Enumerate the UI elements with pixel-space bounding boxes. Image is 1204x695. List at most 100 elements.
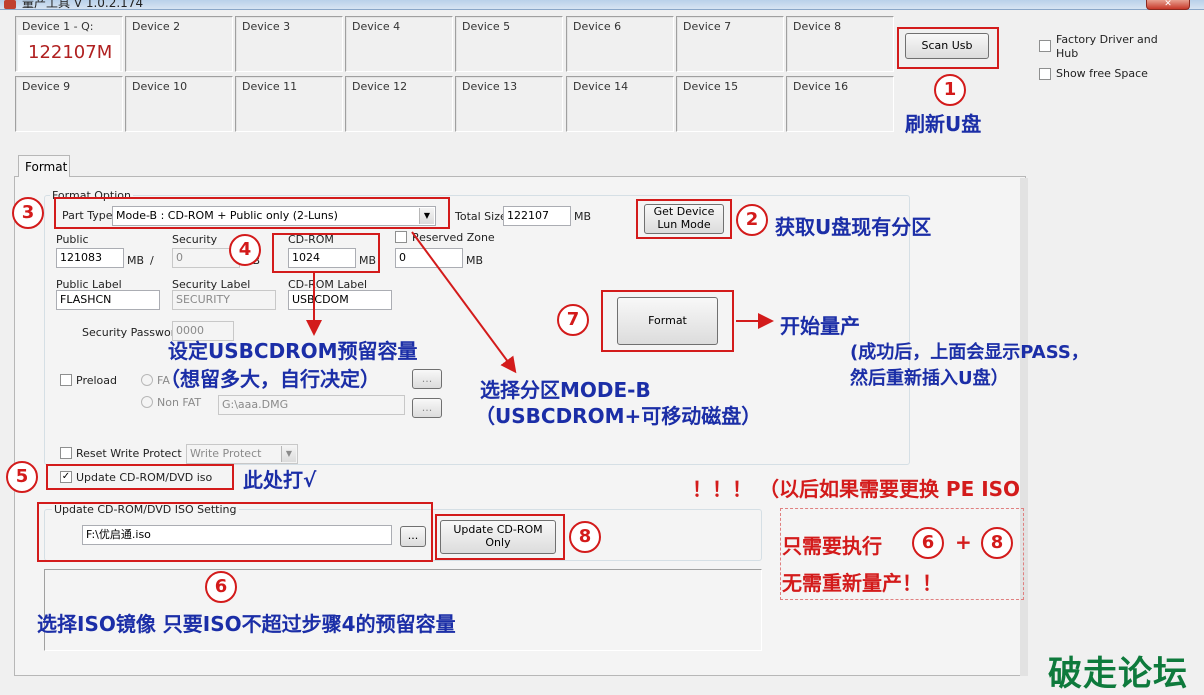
- device-panel-11[interactable]: Device 11: [235, 76, 343, 132]
- write-protect-value: Write Protect: [190, 447, 262, 460]
- tab-format[interactable]: Format: [18, 155, 70, 177]
- part-type-highlight: [54, 197, 450, 229]
- part-type-select[interactable]: Mode-B : CD-ROM + Public only (2-Luns) ▼: [112, 206, 436, 226]
- device-label: Device 8: [793, 20, 842, 33]
- security-password-label: Security Password: [82, 326, 183, 339]
- format-option-group: [44, 195, 910, 465]
- cdrom-size-unit: MB: [359, 254, 377, 267]
- device-label: Device 13: [462, 80, 518, 93]
- device-label: Device 3: [242, 20, 291, 33]
- device-panel-7[interactable]: Device 7: [676, 16, 784, 72]
- step-7-marker: 7: [557, 304, 589, 336]
- start-production-note: 开始量产: [780, 314, 860, 338]
- set-reserved-hint: （想留多大，自行决定）: [160, 367, 380, 391]
- cdrom-size-field[interactable]: 1024: [288, 248, 356, 268]
- panel-edge: [1020, 178, 1028, 676]
- device-panel-13[interactable]: Device 13: [455, 76, 563, 132]
- part-type-label: Part Type: [62, 209, 113, 222]
- chevron-down-icon: ▼: [281, 446, 296, 462]
- note-step-6-marker: 6: [912, 527, 944, 559]
- step-5-marker: 5: [6, 461, 38, 493]
- device-label: Device 7: [683, 20, 732, 33]
- reserved-zone-field[interactable]: 0: [395, 248, 463, 268]
- device-panel-9[interactable]: Device 9: [15, 76, 123, 132]
- log-area: [44, 569, 762, 651]
- security-password-field[interactable]: 0000: [172, 321, 234, 341]
- device-label: Device 12: [352, 80, 408, 93]
- show-free-space-checkbox[interactable]: [1039, 68, 1051, 80]
- note-step-8-marker: 8: [981, 527, 1013, 559]
- device-panel-15[interactable]: Device 15: [676, 76, 784, 132]
- device-panel-6[interactable]: Device 6: [566, 16, 674, 72]
- close-button[interactable]: ✕: [1146, 0, 1190, 10]
- device-label: Device 2: [132, 20, 181, 33]
- device-panel-8[interactable]: Device 8: [786, 16, 894, 72]
- part-type-value: Mode-B : CD-ROM + Public only (2-Luns): [116, 209, 338, 222]
- public-size-field[interactable]: 121083: [56, 248, 124, 268]
- later-note: ！！！ （以后如果需要更换 PE ISO: [692, 477, 1021, 501]
- reset-write-protect-checkbox[interactable]: [60, 447, 72, 459]
- device-label: Device 6: [573, 20, 622, 33]
- get-device-lun-mode-button[interactable]: Get Device Lun Mode: [644, 204, 724, 234]
- preload-checkbox[interactable]: [60, 374, 72, 386]
- iso-path-field[interactable]: F:\优启通.iso: [82, 525, 392, 545]
- write-protect-select[interactable]: Write Protect ▼: [186, 444, 298, 464]
- device-panel-2[interactable]: Device 2: [125, 16, 233, 72]
- only-exec-note: 只需要执行: [782, 534, 882, 558]
- cdrom-label-caption: CD-ROM Label: [288, 278, 368, 291]
- reserved-zone-checkbox[interactable]: [395, 231, 407, 243]
- public-label-field[interactable]: FLASHCN: [56, 290, 160, 310]
- device-panel-16[interactable]: Device 16: [786, 76, 894, 132]
- device-label: Device 11: [242, 80, 298, 93]
- select-mode-hint: （USBCDROM+可移动磁盘）: [475, 404, 762, 428]
- total-size-unit: MB: [574, 210, 592, 223]
- device-panel-1[interactable]: Device 1 - Q: 122107M: [15, 16, 123, 72]
- size-separator: /: [150, 254, 154, 267]
- get-partition-note: 获取U盘现有分区: [775, 215, 932, 239]
- no-reformat-note: 无需重新量产！！: [782, 571, 942, 595]
- security-label-field[interactable]: SECURITY: [172, 290, 276, 310]
- step-3-marker: 3: [12, 197, 44, 229]
- factory-driver-checkbox[interactable]: [1039, 40, 1051, 52]
- device-panel-12[interactable]: Device 12: [345, 76, 453, 132]
- set-reserved-note: 设定USBCDROM预留容量: [168, 339, 418, 363]
- step-1-marker: 1: [934, 74, 966, 106]
- public-size-unit: MB: [127, 254, 145, 267]
- update-cdrom-only-button[interactable]: Update CD-ROM Only: [440, 520, 556, 554]
- device-panel-4[interactable]: Device 4: [345, 16, 453, 72]
- show-free-space-label: Show free Space: [1056, 67, 1148, 80]
- iso-browse-button[interactable]: ...: [400, 526, 426, 547]
- arrow-mode-down: [411, 231, 517, 374]
- device-capacity: 122107M: [18, 35, 120, 71]
- start-reinsert-note: 然后重新插入U盘）: [850, 368, 1009, 389]
- refresh-usb-note: 刷新U盘: [905, 112, 982, 136]
- device-label: Device 1 - Q:: [22, 20, 94, 33]
- device-panel-3[interactable]: Device 3: [235, 16, 343, 72]
- format-button[interactable]: Format: [617, 297, 718, 345]
- device-panel-10[interactable]: Device 10: [125, 76, 233, 132]
- update-cdrom-checkbox[interactable]: ✓: [60, 471, 72, 483]
- step-2-marker: 2: [736, 204, 768, 236]
- device-label: Device 15: [683, 80, 739, 93]
- fat-radio[interactable]: [141, 374, 153, 386]
- reserved-zone-unit: MB: [466, 254, 484, 267]
- security-label: Security: [172, 233, 218, 246]
- scan-usb-button[interactable]: Scan Usb: [905, 33, 989, 59]
- device-panel-5[interactable]: Device 5: [455, 16, 563, 72]
- watermark-logo: 破走论坛: [1048, 654, 1188, 694]
- non-fat-browse-button[interactable]: ...: [412, 398, 442, 418]
- device-panel-14[interactable]: Device 14: [566, 76, 674, 132]
- select-iso-note: 选择ISO镜像 只要ISO不超过步骤4的预留容量: [37, 612, 456, 636]
- step-4-marker: 4: [229, 234, 261, 266]
- device-label: Device 10: [132, 80, 188, 93]
- update-cdrom-label: Update CD-ROM/DVD iso: [76, 471, 213, 484]
- total-size-field[interactable]: 122107: [503, 206, 571, 226]
- step-6-marker: 6: [205, 571, 237, 603]
- note-box: [780, 508, 1024, 600]
- non-fat-path-field[interactable]: G:\aaa.DMG: [218, 395, 405, 415]
- fat-browse-button[interactable]: ...: [412, 369, 442, 389]
- preload-label: Preload: [76, 374, 117, 387]
- check-here-note: 此处打√: [243, 468, 317, 492]
- non-fat-radio[interactable]: [141, 396, 153, 408]
- public-label-caption: Public Label: [56, 278, 122, 291]
